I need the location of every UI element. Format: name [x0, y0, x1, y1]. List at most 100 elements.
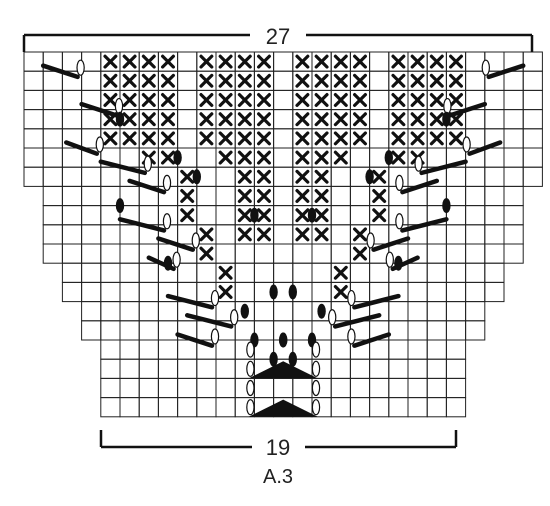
grid-cell [42, 205, 63, 226]
grid-cell [445, 358, 467, 379]
grid-cell [177, 89, 198, 111]
grid-cell [196, 205, 217, 226]
cross-stitch [103, 54, 118, 69]
grid-cell [503, 89, 524, 111]
filled-oval [288, 351, 297, 367]
open-oval [162, 174, 172, 191]
grid-cell [215, 224, 236, 245]
cross-stitch [257, 227, 271, 242]
filled-oval [384, 150, 393, 166]
grid-cell [215, 397, 236, 418]
open-oval [311, 360, 321, 377]
cross-stitch [103, 93, 118, 107]
grid-cell [138, 397, 159, 418]
grid-cell [445, 262, 467, 283]
grid-cell [253, 377, 275, 399]
open-oval [172, 251, 181, 268]
cross-stitch [333, 150, 348, 165]
grid-cell [273, 70, 294, 91]
grid-cell [253, 301, 275, 322]
grid-cell [196, 397, 217, 418]
grid-cell [388, 358, 409, 379]
diagram-name: A.3 [263, 466, 293, 488]
grid-cell [369, 70, 390, 91]
grid-cell [465, 224, 486, 245]
cross-stitch [314, 131, 329, 146]
cross-stitch [141, 73, 156, 88]
open-oval [481, 59, 490, 76]
grid-cell [330, 166, 351, 187]
open-oval [328, 309, 337, 326]
cross-stitch [122, 131, 137, 146]
grid-cell [330, 243, 351, 264]
open-oval [114, 97, 124, 115]
grid-cell [465, 301, 486, 322]
grid-cell [42, 147, 63, 168]
grid-cell [81, 262, 102, 283]
cross-stitch [199, 93, 214, 107]
grid-cell [273, 377, 294, 399]
grid-cell [157, 301, 179, 322]
grid-cell [311, 262, 332, 283]
grid-cell [273, 89, 294, 111]
grid-cell [465, 320, 486, 341]
grid-cell [215, 205, 236, 226]
cable-left [127, 178, 167, 195]
cross-stitch [122, 73, 137, 88]
cable-right [400, 178, 440, 195]
grid-cell [330, 205, 351, 226]
grid-cell [522, 51, 543, 72]
grid-cell [215, 339, 236, 360]
grid-cell [138, 339, 159, 360]
filled-oval [442, 111, 451, 127]
grid-cell [349, 147, 371, 168]
cross-stitch [333, 131, 348, 146]
grid-cell [215, 185, 236, 207]
grid-cell [388, 397, 409, 418]
grid-cell [100, 339, 121, 360]
grid-cell [157, 377, 179, 399]
cross-stitch [295, 93, 310, 107]
grid-cell [119, 358, 140, 379]
cross-stitch [429, 112, 444, 127]
grid-cell [119, 301, 140, 322]
grid-cell [81, 109, 102, 130]
grid-cell [484, 281, 505, 303]
cross-stitch [429, 73, 444, 88]
filled-oval [288, 284, 297, 300]
grid-cell [330, 339, 351, 360]
grid-cell [349, 358, 371, 379]
grid-cell [426, 377, 447, 399]
cross-stitch [449, 93, 463, 107]
grid-cell [273, 262, 294, 283]
filled-oval [115, 198, 125, 214]
cross-stitch [333, 112, 348, 127]
grid-cell [522, 128, 543, 149]
grid-cell [369, 128, 390, 149]
cross-stitch [218, 265, 233, 280]
cable-left [117, 217, 167, 233]
grid-cell [215, 243, 236, 264]
open-oval [229, 309, 239, 326]
cross-stitch [295, 208, 310, 223]
grid-cell [445, 320, 467, 341]
cross-stitch [295, 131, 310, 146]
open-oval [162, 213, 172, 230]
open-oval [143, 155, 152, 172]
grid-cell [388, 377, 409, 399]
grid-cell [119, 320, 140, 341]
grid-cell [196, 358, 217, 379]
cross-stitch [161, 73, 175, 88]
grid-cell [138, 281, 159, 303]
grid-cell [465, 166, 486, 187]
cable-right [419, 159, 468, 176]
grid-cell [503, 109, 524, 130]
grid-cell [445, 397, 467, 418]
open-oval [347, 289, 356, 307]
grid-cell [119, 147, 140, 168]
grid-cell [81, 301, 102, 322]
grid-cell [369, 109, 390, 130]
cross-stitch [410, 93, 425, 107]
cross-stitch [103, 131, 118, 146]
filled-triangle [248, 361, 318, 379]
